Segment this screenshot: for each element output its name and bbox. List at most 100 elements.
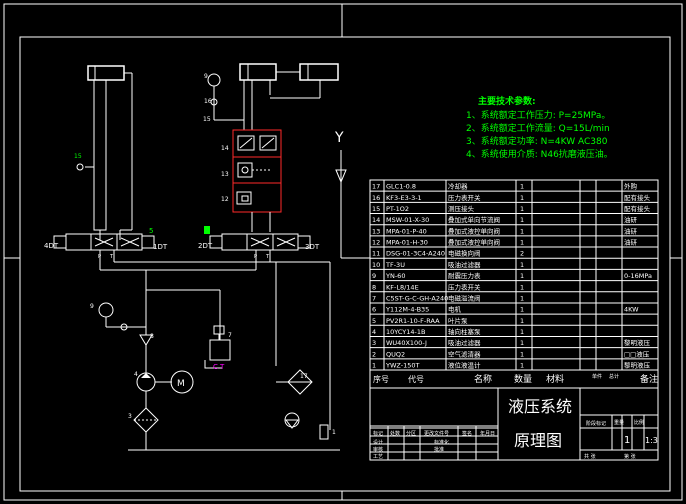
label-9b: 9 (90, 303, 94, 310)
label-7: 7 (228, 332, 232, 339)
parts-cell-name: 液位液温计 (448, 361, 481, 370)
left-check-valve: 15 (74, 153, 94, 171)
parts-cell-qty: 1 (520, 283, 524, 291)
parts-cell-no: 2 (372, 350, 376, 358)
parts-cell-note: 油研 (624, 215, 638, 224)
parts-cell-name: 轴向柱塞泵 (448, 327, 481, 336)
parts-cell-code: QUQ2 (386, 350, 405, 358)
header-note: 备注 (640, 373, 658, 385)
parts-cell-no: 3 (372, 339, 376, 347)
parts-cell-code: DSG-01-3C4-A240 (386, 250, 445, 258)
label-16: 16 (204, 98, 212, 105)
label-5: 5 (149, 227, 153, 235)
parts-cell-no: 6 (372, 306, 376, 314)
pipe-lines (99, 250, 331, 430)
parts-cell-no: 12 (372, 239, 380, 247)
parts-cell-note: 4KW (624, 306, 639, 314)
tb-label-1: 处数 (390, 430, 400, 437)
requirement-2: 2、系统额定工作流量: Q=15L/min (466, 122, 610, 134)
label-9: 9 (204, 73, 208, 80)
header-weight1: 单件 (592, 373, 602, 380)
sheet-no: 第 张 (624, 453, 636, 460)
parts-cell-qty: 1 (520, 339, 524, 347)
parts-cell-no: 14 (372, 216, 380, 224)
right-directional-valve: 2DT 3DT P T (198, 226, 320, 260)
parts-cell-code: C5ST-G-C-GH-A240 (386, 294, 448, 302)
parts-cell-qty: 1 (520, 194, 524, 202)
title-block: 液压系统 原理图 阶段标记 重量 比例 1 1:3 共 张 第 张 标记 处数 … (369, 387, 659, 461)
role-0: 设计 (373, 439, 383, 446)
header-qty: 数量 (514, 373, 532, 385)
parts-cell-code: YN-60 (385, 272, 405, 280)
bottom-gauge-group: 9 8 (90, 302, 154, 346)
parts-cell-code: KF-L8/14E (386, 283, 419, 291)
parts-cell-qty: 1 (520, 317, 524, 325)
parts-cell-qty: 2 (520, 250, 524, 258)
parts-cell-no: 8 (372, 283, 376, 291)
ucs-axis: Y (334, 130, 370, 259)
label-14: 14 (221, 145, 229, 152)
motor-label: M (177, 379, 185, 389)
parts-cell-note: 黎明液压 (624, 361, 651, 370)
parts-cell-code: MPA-01-H-30 (386, 239, 428, 247)
parts-cell-code: 10YCY14-1B (386, 328, 426, 336)
parts-cell-qty: 1 (520, 183, 524, 191)
parts-cell-no: 11 (372, 250, 380, 258)
parts-cell-name: 吸油过滤器 (448, 338, 481, 347)
label-4: 4 (134, 371, 138, 378)
parts-cell-code: MSW-01-X-30 (386, 216, 429, 224)
top-gauge-group: 9 16 15 (203, 73, 244, 123)
parts-cell-name: 吸油过滤器 (448, 260, 481, 269)
parts-cell-code: Y112M-4-B35 (385, 306, 429, 314)
parts-cell-code: TF-3U (385, 261, 405, 269)
parts-cell-name: 测压接头 (448, 204, 475, 213)
outer-border (3, 3, 683, 501)
parts-cell-name: 电磁溢流阀 (448, 293, 481, 302)
pump-motor: M 4 3 (128, 345, 194, 450)
label-t2: T (265, 254, 270, 260)
parts-cell-qty: 1 (520, 239, 524, 247)
requirement-1: 1、系统额定工作压力: P=25MPa。 (466, 109, 610, 121)
parts-cell-code: WU40X100-J (386, 339, 427, 347)
parts-cell-no: 5 (372, 317, 376, 325)
right-cylinders (239, 63, 339, 130)
parts-cell-no: 15 (372, 205, 380, 213)
parts-cell-qty: 1 (520, 216, 524, 224)
requirement-3: 3、系统额定功率: N=4KW AC380 (466, 135, 608, 147)
ratio-value: 1:3 (645, 436, 658, 445)
stage-label: 阶段标记 (586, 420, 606, 427)
parts-cell-note: 黎明液压 (624, 338, 651, 347)
pressure-gauge-icon-2 (98, 302, 114, 318)
requirements-notes: 主要技术参数: 1、系统额定工作压力: P=25MPa。 2、系统额定工作流量:… (466, 95, 613, 160)
tb-label-0: 标记 (373, 430, 383, 437)
parts-cell-note: 配有接头 (624, 193, 651, 202)
motor-icon (170, 370, 194, 394)
header-code: 代号 (408, 374, 424, 384)
weight-label: 重量 (614, 419, 624, 426)
parts-cell-note: 油研 (624, 238, 638, 247)
header-weight2: 总计 (609, 373, 619, 380)
inner-frame (19, 36, 671, 492)
title-grid (370, 426, 498, 461)
parts-cell-name: 压力表开关 (448, 282, 481, 291)
parts-cell-name: 耐震压力表 (448, 271, 481, 280)
parts-cell-note: 0-16MPa (624, 272, 652, 280)
parts-cell-name: 叠加式液控单向阀 (448, 226, 500, 235)
tb-label-5: 年月日 (480, 430, 495, 437)
parts-cell-note: 外购 (624, 182, 638, 191)
drawing-title-2: 原理图 (514, 431, 562, 450)
relief-valve: 7 C T (204, 325, 232, 371)
parts-cell-name: 空气滤清器 (448, 349, 481, 358)
parts-cell-code: PT-1O2 (386, 205, 409, 213)
parts-cell-code: KF3-E3-3-1 (386, 194, 422, 202)
left-directional-valve: 4DT 1DT 5 P T (44, 227, 168, 260)
parts-cell-no: 16 (372, 194, 380, 202)
axis-y-label: Y (334, 130, 344, 146)
parts-cell-no: 9 (372, 272, 376, 280)
label-3dt: 3DT (305, 243, 320, 251)
parts-cell-name: 叠加式单向节流阀 (448, 215, 500, 224)
parts-cell-no: 4 (372, 328, 376, 336)
parts-cell-name: 叠加式液控单向阀 (448, 238, 500, 247)
parts-cell-no: 1 (372, 362, 376, 370)
